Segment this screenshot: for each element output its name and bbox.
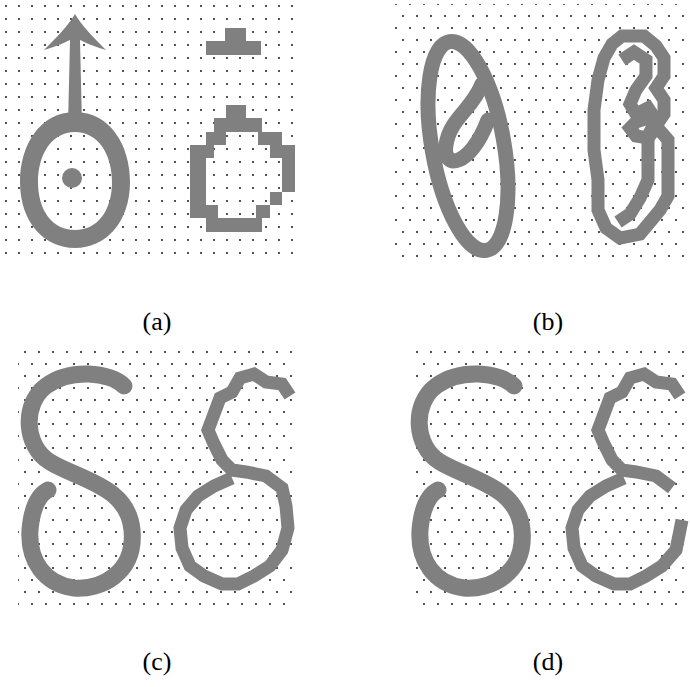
panel-label: (c)	[143, 647, 172, 677]
pixel-bar	[206, 28, 261, 55]
dot-grid	[392, 4, 688, 262]
s-curve	[419, 374, 522, 588]
panel-label: (a)	[143, 307, 172, 337]
panel-label: (b)	[533, 307, 563, 337]
s-curve	[29, 374, 132, 588]
inner-curve	[446, 84, 488, 161]
arrow-shape	[44, 14, 106, 125]
dot-grid	[18, 345, 296, 607]
hex-hole	[630, 118, 656, 138]
ring-shape	[20, 112, 130, 248]
jagged-curve	[572, 374, 682, 584]
jagged-curve	[180, 374, 290, 584]
loop-shape	[414, 35, 522, 256]
pixel-ring	[190, 105, 295, 232]
hex-outline	[594, 36, 668, 238]
panel-label: (d)	[533, 647, 563, 677]
dot-grid	[412, 345, 688, 607]
dot-grid	[4, 4, 300, 262]
hex-inner	[618, 52, 656, 222]
dot-shape	[62, 168, 82, 188]
